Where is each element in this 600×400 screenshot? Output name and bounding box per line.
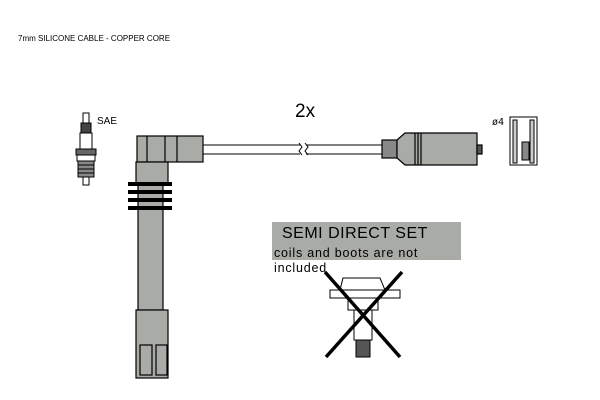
note-line-2: included xyxy=(274,261,327,275)
elbow-boot xyxy=(128,135,204,379)
cable-spec-title: 7mm SILICONE CABLE - COPPER CORE xyxy=(18,34,171,43)
plug-label: SAE xyxy=(97,116,118,127)
quantity-label: 2x xyxy=(295,101,316,122)
note-line-1: coils and boots are not xyxy=(274,246,419,260)
cable xyxy=(203,142,382,156)
note-title: SEMI DIRECT SET xyxy=(282,225,428,242)
spark-plug-icon xyxy=(75,112,97,186)
boot-ribs xyxy=(128,182,172,210)
terminal-diameter-label: ø4 xyxy=(492,117,505,128)
crossed-coil-icon xyxy=(323,270,404,359)
straight-boot xyxy=(381,132,483,166)
note-box xyxy=(272,222,461,260)
terminal-icon xyxy=(509,116,538,166)
